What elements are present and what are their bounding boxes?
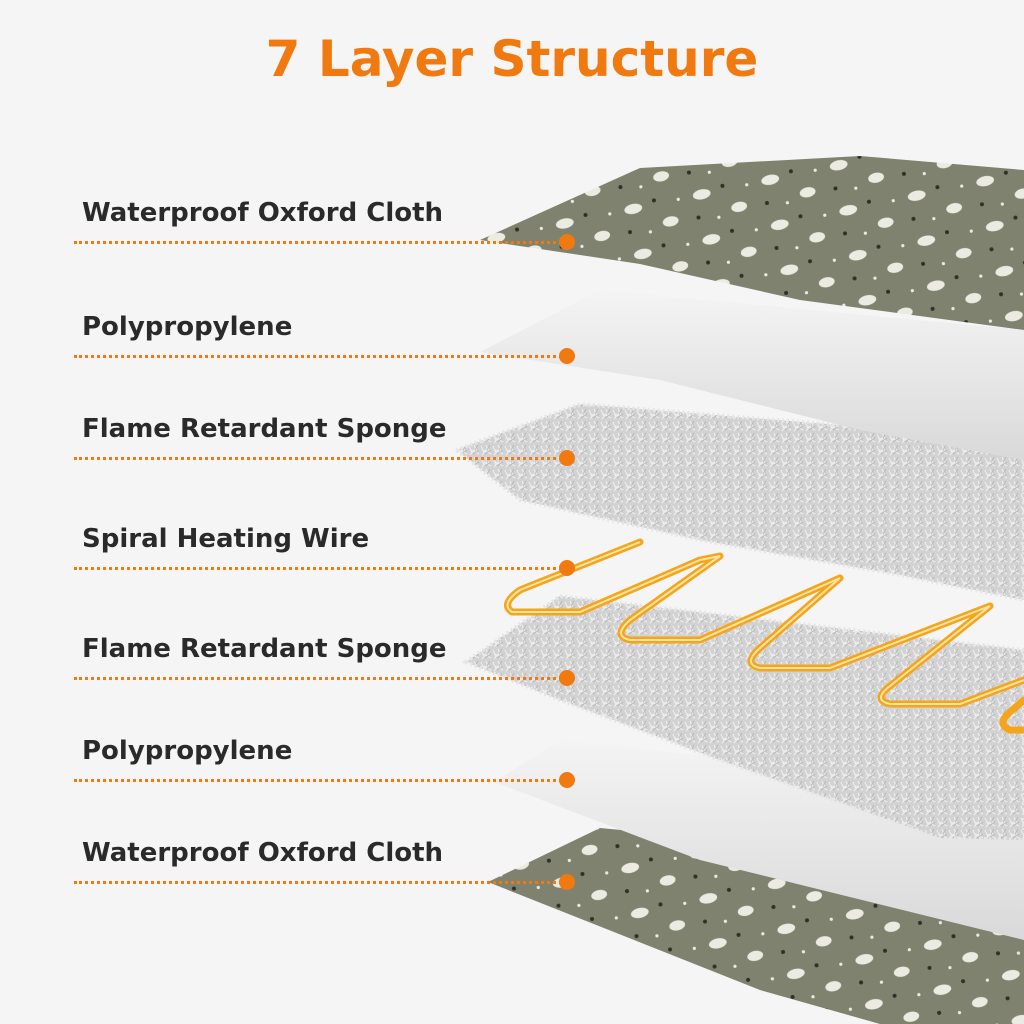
callout-dot — [559, 348, 575, 364]
lower-sponge-layer — [461, 593, 1024, 843]
leader-line — [74, 881, 567, 884]
layer-label: Flame Retardant Sponge — [82, 634, 447, 664]
callout-dot — [559, 450, 575, 466]
callout-dot — [559, 234, 575, 250]
layer-label: Polypropylene — [82, 736, 293, 766]
callout-dot — [559, 670, 575, 686]
page-title: 7 Layer Structure — [265, 30, 759, 88]
layer-label: Waterproof Oxford Cloth — [82, 198, 444, 228]
leader-line — [74, 355, 567, 358]
layer-label: Waterproof Oxford Cloth — [82, 838, 444, 868]
leader-line — [74, 241, 567, 244]
callout-dot — [559, 874, 575, 890]
layer-label: Polypropylene — [82, 312, 293, 342]
callout-dot — [559, 560, 575, 576]
top-polypropylene-layer — [480, 290, 1024, 460]
leader-line — [74, 779, 567, 782]
top-cloth-layer — [480, 156, 1024, 330]
callout-dot — [559, 772, 575, 788]
leader-line — [74, 457, 567, 460]
layer-label: Flame Retardant Sponge — [82, 414, 447, 444]
leader-line — [74, 677, 567, 680]
leader-line — [74, 567, 567, 570]
upper-sponge-layer — [451, 401, 1024, 603]
layer-label: Spiral Heating Wire — [82, 524, 370, 554]
